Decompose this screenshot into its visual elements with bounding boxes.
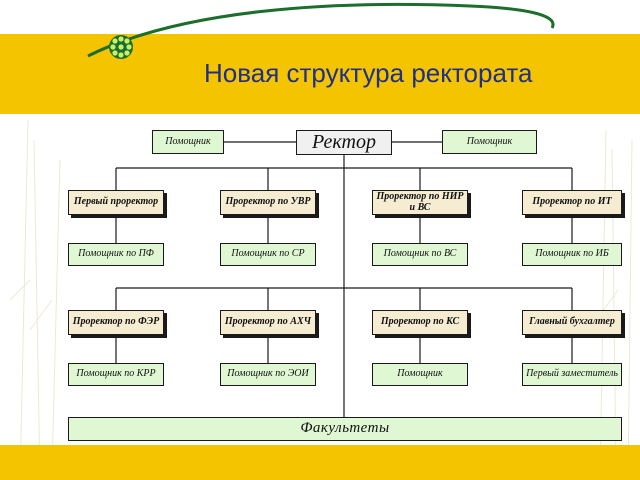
assistant-krr-box: Помощник по КРР — [68, 363, 164, 386]
assistant-right-box: Помощник — [442, 130, 537, 154]
assistant-ib-box: Помощник по ИБ — [522, 243, 622, 266]
vice-rector-nir-box: Проректор по НИР и ВС — [372, 190, 468, 215]
chief-accountant-box: Главный бухгалтер — [522, 310, 622, 335]
vice-rector-ahch-box: Проректор по АХЧ — [220, 310, 316, 335]
vice-rector-ks-box: Проректор по КС — [372, 310, 468, 335]
first-vice-rector-box: Первый проректор — [68, 190, 164, 215]
assistant-sr-box: Помощник по СР — [220, 243, 316, 266]
vice-rector-fer-box: Проректор по ФЭР — [68, 310, 164, 335]
bottom-color-band — [0, 445, 640, 480]
assistant-eoi-box: Помощник по ЭОИ — [220, 363, 316, 386]
faculties-box: Факультеты — [68, 417, 622, 441]
vice-rector-uvr-box: Проректор по УВР — [220, 190, 316, 215]
vice-rector-it-box: Проректор по ИТ — [522, 190, 622, 215]
assistant-left-box: Помощник — [152, 130, 224, 154]
rector-box: Ректор — [296, 130, 392, 155]
assistant-pf-box: Помощник по ПФ — [68, 243, 164, 266]
page-title: Новая структура ректората — [204, 58, 533, 88]
assistant-box: Помощник — [372, 363, 468, 386]
first-deputy-box: Первый заместитель — [522, 363, 622, 386]
assistant-vs-box: Помощник по ВС — [372, 243, 468, 266]
